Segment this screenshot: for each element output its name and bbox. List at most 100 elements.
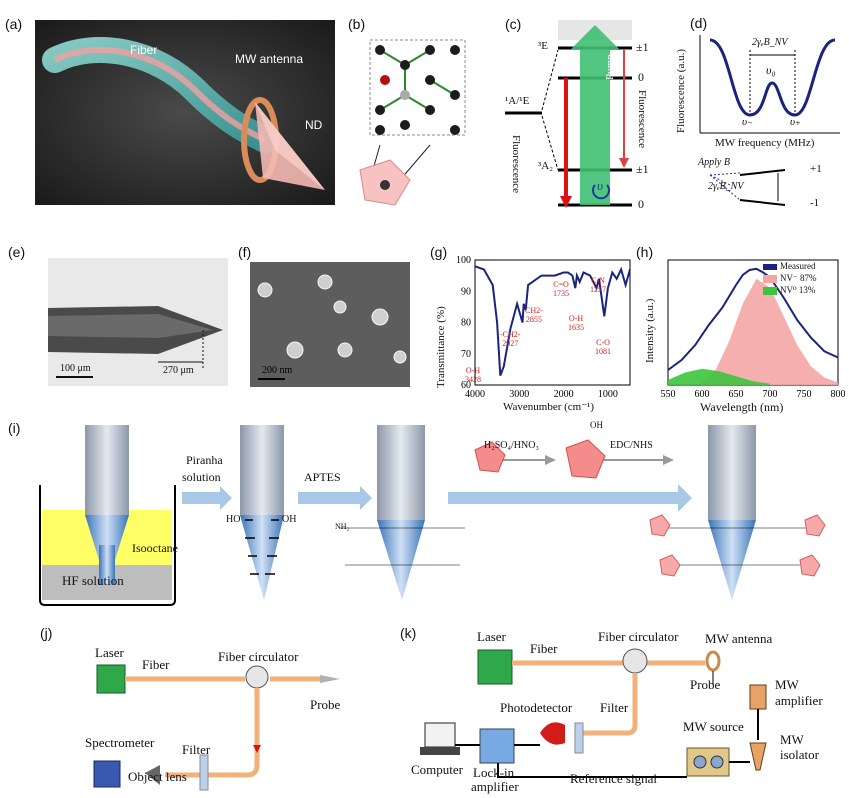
- zero-top-label: 0: [638, 70, 644, 84]
- nup-label: υ₊: [790, 116, 801, 128]
- scale-label: 100 μm: [60, 363, 91, 374]
- panel-a: (a) Fiber MW antenna ND: [5, 16, 335, 205]
- a3-label: ³A₂: [538, 160, 554, 172]
- pm1-top-label: ±1: [636, 40, 649, 54]
- num-label: υ₋: [742, 116, 753, 128]
- fiber-probe-illustration: [35, 20, 335, 205]
- laser-label: Laser: [95, 645, 124, 660]
- hf-label: HF solution: [62, 573, 124, 588]
- panel-label: (c): [505, 16, 522, 32]
- optical-micrograph: [48, 258, 228, 386]
- mw-isolator-label-2: isolator: [780, 747, 819, 762]
- panel-j: (j) Laser Fiber Fiber circulator Probe S…: [0, 625, 360, 793]
- ytick-label: 60: [461, 380, 471, 391]
- xlabel: Wavenumber (cm⁻¹): [503, 401, 594, 413]
- nv-minus-area: [702, 278, 838, 385]
- nu0-label: υ₀: [766, 63, 776, 77]
- split2-label: 2γₑB_NV: [708, 181, 744, 192]
- legend-nv0: NV⁰ 13%: [780, 285, 816, 295]
- lockin-label-1: Lock-in: [473, 765, 515, 780]
- mw-antenna-label: MW antenna: [705, 631, 773, 646]
- measured-line: [667, 267, 839, 371]
- nd-label: ND: [305, 118, 323, 132]
- setup-j-diagram: [93, 664, 340, 791]
- mw-amplifier-label-2: amplifier: [775, 693, 823, 708]
- mw-source-label: MW source: [683, 719, 744, 734]
- panel-b: (b): [348, 16, 470, 210]
- ylabel: Fluorescence (a.u.): [675, 49, 687, 133]
- panel-i: (i): [0, 420, 849, 610]
- ytick-label: 90: [461, 286, 471, 297]
- ytick-label: 100: [456, 255, 471, 266]
- ytick-label: 80: [461, 318, 471, 329]
- probe-label: Probe: [690, 677, 721, 692]
- piranha-label-1: Piranha: [186, 453, 223, 467]
- sem-image: [250, 262, 410, 387]
- mw-amplifier-label-1: MW: [775, 677, 799, 692]
- energy-level-diagram: [505, 20, 632, 208]
- minus1-label: -1: [810, 197, 820, 209]
- xtick-label: 600: [695, 389, 710, 400]
- nu-label: υ: [597, 178, 603, 193]
- xtick-label: 1000: [598, 389, 618, 400]
- acid-label: H₂SO₄/HNO₃: [484, 440, 539, 451]
- photodetector-label: Photodetector: [500, 700, 573, 715]
- aptes-label: APTES: [304, 470, 341, 484]
- nv-zero-area: [668, 368, 770, 385]
- apply-b-label: Apply B: [698, 157, 730, 168]
- pm1-bot-label: ±1: [636, 162, 649, 176]
- cooh-label: OH: [590, 420, 603, 430]
- fluor-left-label: Fluorescence: [510, 135, 522, 194]
- xtick-label: 750: [797, 389, 812, 400]
- panel-label: (b): [348, 16, 366, 32]
- legend-measured: Measured: [780, 261, 816, 271]
- xtick-label: 650: [729, 389, 744, 400]
- e3-label: ³E: [538, 40, 549, 52]
- panel-label: (k): [400, 625, 417, 641]
- ylabel: Intensity (a.u.): [644, 298, 656, 363]
- circulator-label: Fiber circulator: [598, 629, 679, 644]
- plus1-label: +1: [810, 163, 822, 175]
- laser-label: Laser: [477, 629, 506, 644]
- filter-label: Filter: [600, 700, 629, 715]
- panel-c: (c) ³E ³A₂ ¹A/¹E ±1 0 ±1 0 Fluorescence …: [500, 16, 660, 211]
- panel-label: (f): [238, 244, 252, 260]
- ho-label: HO: [226, 514, 241, 525]
- ytick-label: 70: [461, 349, 471, 360]
- isooctane-label: Isooctane: [132, 541, 178, 555]
- xlabel: Wavelength (nm): [700, 400, 784, 414]
- panel-label: (j): [40, 625, 53, 641]
- length-label: 270 μm: [163, 365, 194, 376]
- split-label: 2γₑB_NV: [752, 37, 788, 48]
- functionalization-scheme: [39, 425, 826, 606]
- xtick-label: 3000: [509, 389, 529, 400]
- objlens-label: Object lens: [128, 769, 187, 784]
- oh-label: OH: [282, 514, 297, 525]
- mw-antenna-label: MW antenna: [235, 52, 304, 66]
- panel-f: (f) 200 nm: [238, 244, 410, 387]
- panel-label: (a): [5, 16, 23, 32]
- scale-label: 200 nm: [262, 365, 293, 376]
- diamond-lattice-illustration: [359, 39, 466, 206]
- circulator-label: Fiber circulator: [218, 649, 299, 664]
- ftir-series-line: [474, 265, 631, 376]
- fiber-label: Fiber: [530, 641, 558, 656]
- panel-label: (e): [8, 244, 26, 260]
- legend-nvm: NV⁻ 87%: [780, 273, 817, 283]
- xtick-label: 550: [661, 389, 676, 400]
- panel-label: (d): [690, 15, 708, 31]
- probe-label: Probe: [310, 697, 341, 712]
- zero-bot-label: 0: [638, 197, 644, 211]
- mw-isolator-label-1: MW: [780, 732, 804, 747]
- panel-k: (k) Laser Fiber Fiber circulator MW ante…: [395, 625, 849, 794]
- panel-label: (h): [636, 244, 654, 260]
- piranha-label-2: solution: [182, 470, 221, 484]
